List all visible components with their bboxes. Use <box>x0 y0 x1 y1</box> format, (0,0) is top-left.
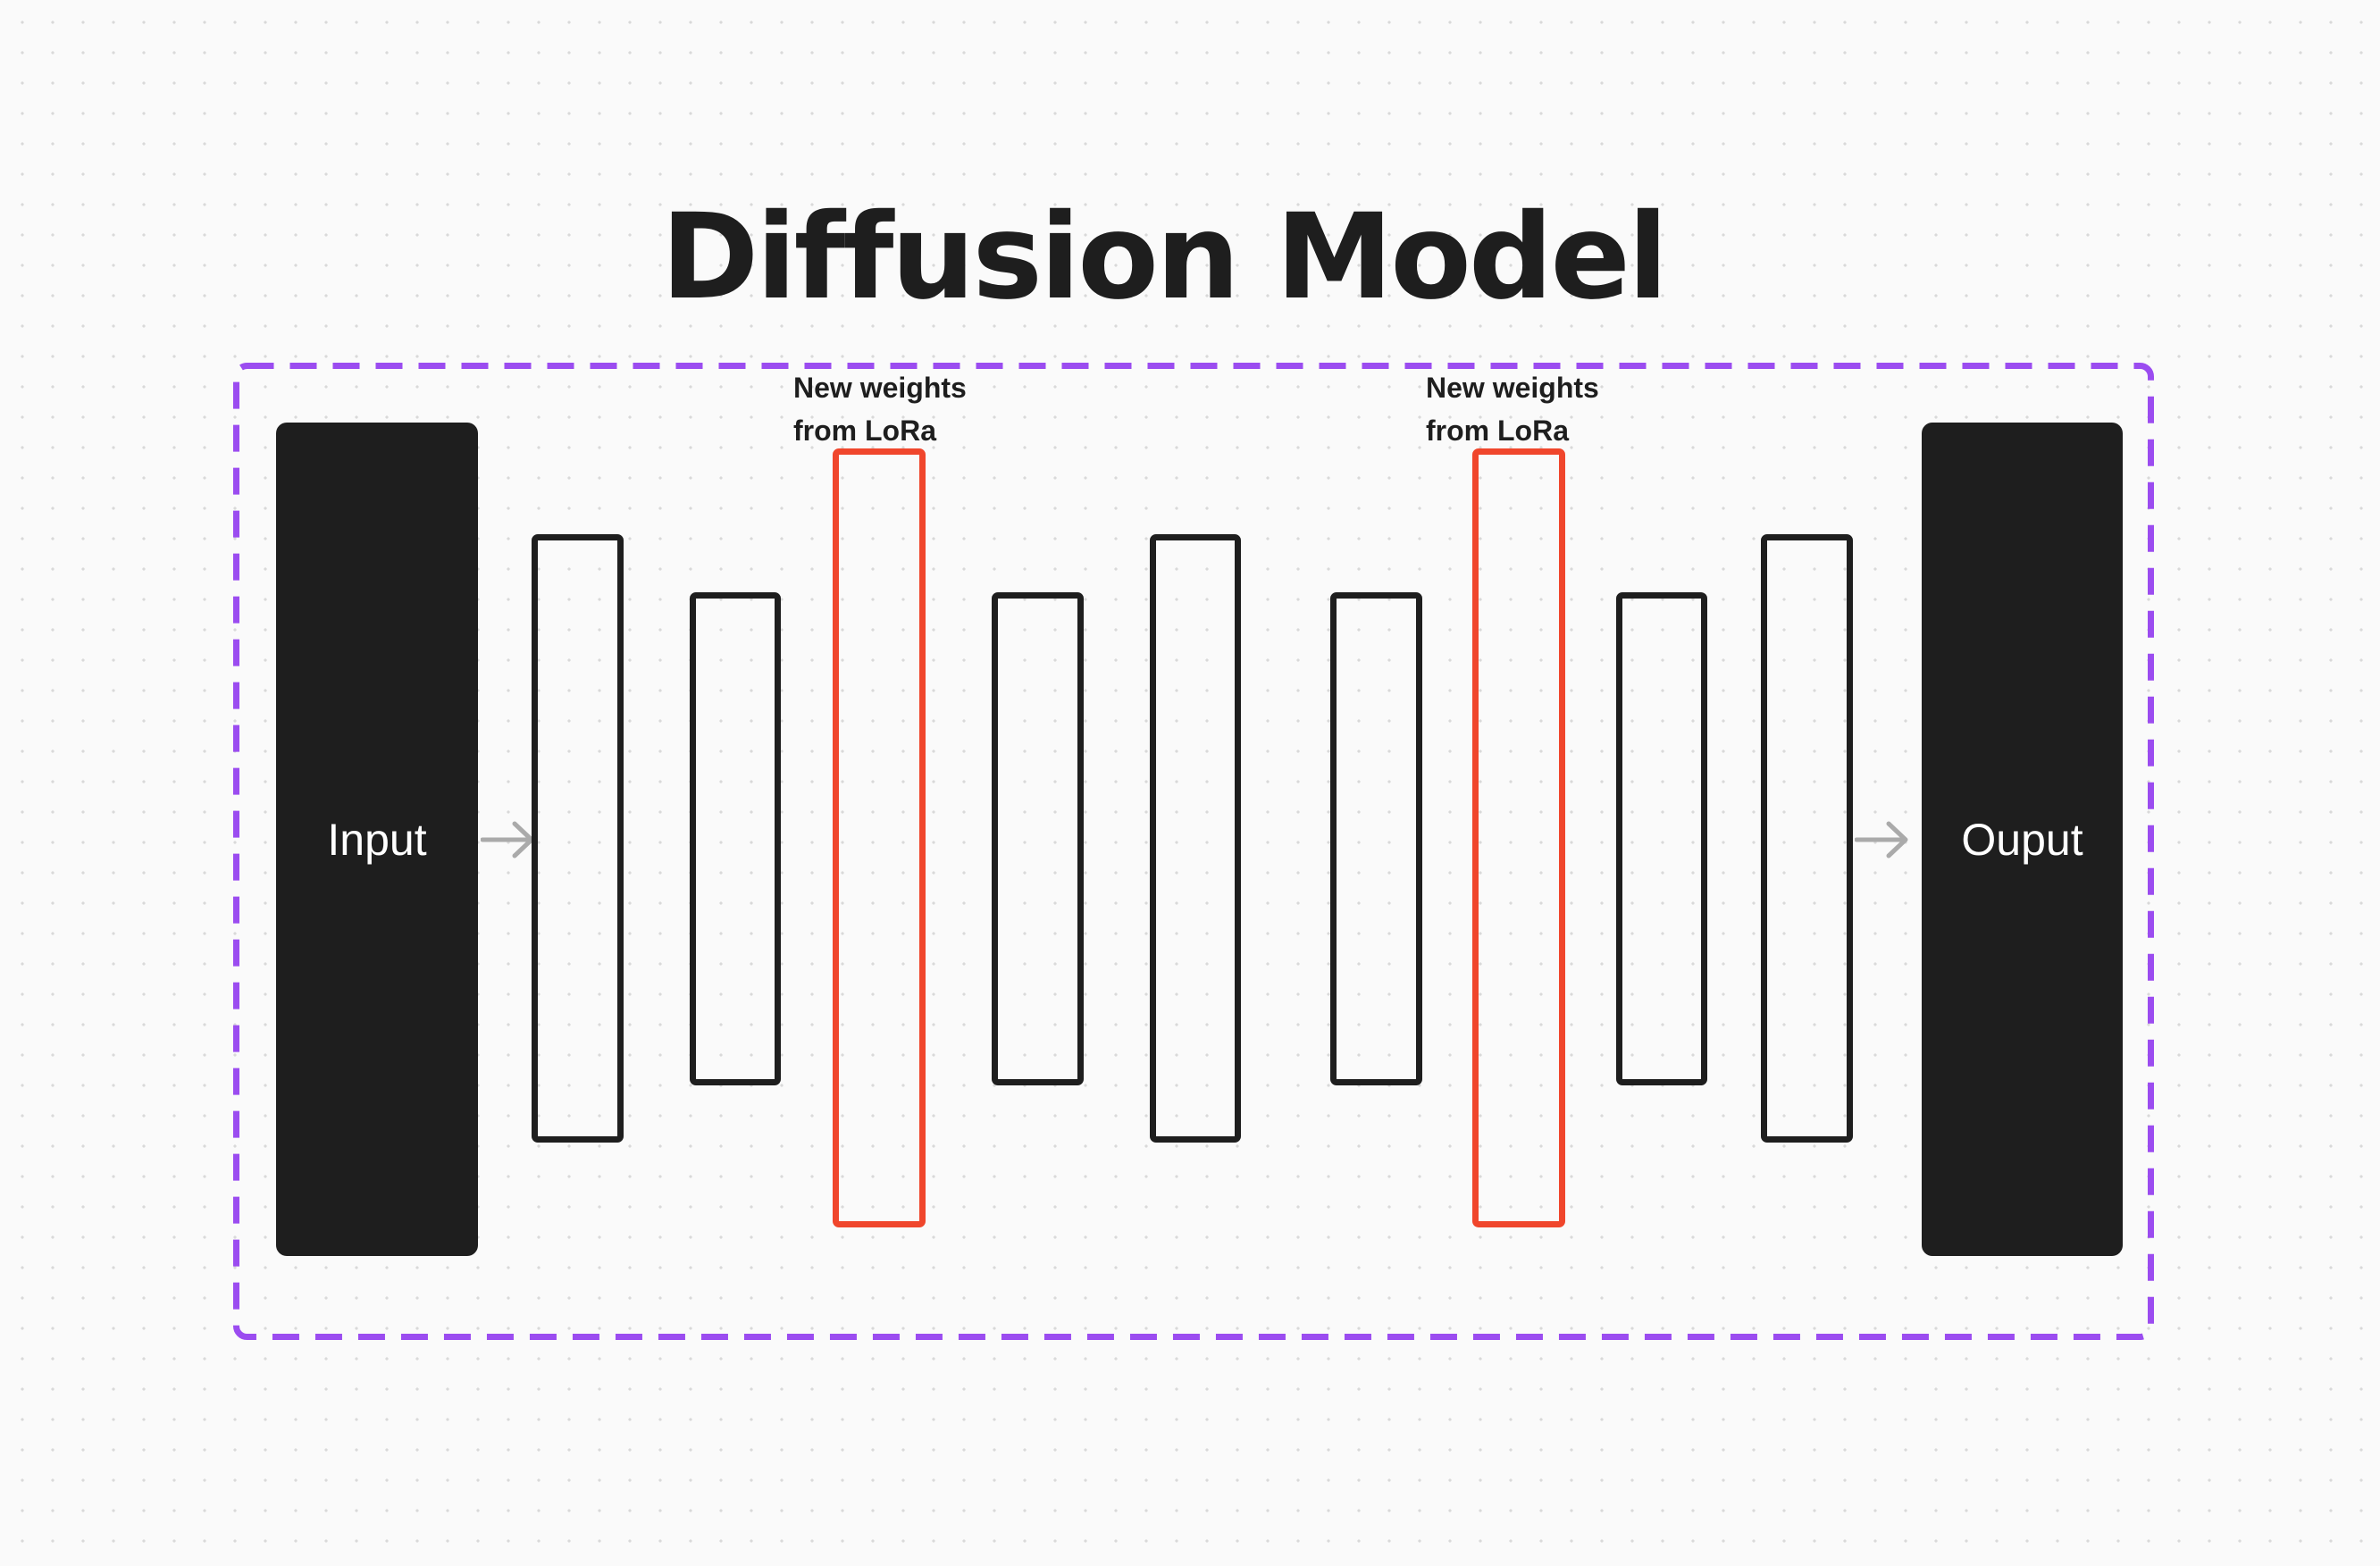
output-label: Ouput <box>1961 814 2083 865</box>
input-label: Input <box>327 814 427 865</box>
layer-7-lora <box>1472 448 1565 1227</box>
output-arrow-icon <box>1855 821 1908 858</box>
layer-5 <box>1150 534 1241 1143</box>
lora-note-left-line1: New weights <box>793 372 967 404</box>
diffusion-model-frame <box>233 363 2154 1340</box>
layer-8 <box>1616 592 1707 1085</box>
layer-4 <box>992 592 1084 1085</box>
lora-note-left-line2: from LoRa <box>793 415 936 447</box>
input-arrow-icon <box>481 821 534 858</box>
layer-3-lora <box>833 448 926 1227</box>
lora-note-right-line2: from LoRa <box>1426 415 1569 447</box>
layer-2 <box>690 592 781 1085</box>
layer-1 <box>532 534 624 1143</box>
input-block: Input <box>276 423 478 1256</box>
layer-9 <box>1761 534 1853 1143</box>
lora-note-left: New weights from LoRa <box>793 366 967 452</box>
diagram-title: Diffusion Model <box>660 188 1668 326</box>
output-block: Ouput <box>1922 423 2123 1256</box>
lora-note-right: New weights from LoRa <box>1426 366 1599 452</box>
dashed-frame-border <box>233 363 2154 1340</box>
lora-note-right-line1: New weights <box>1426 372 1599 404</box>
layer-6 <box>1330 592 1422 1085</box>
